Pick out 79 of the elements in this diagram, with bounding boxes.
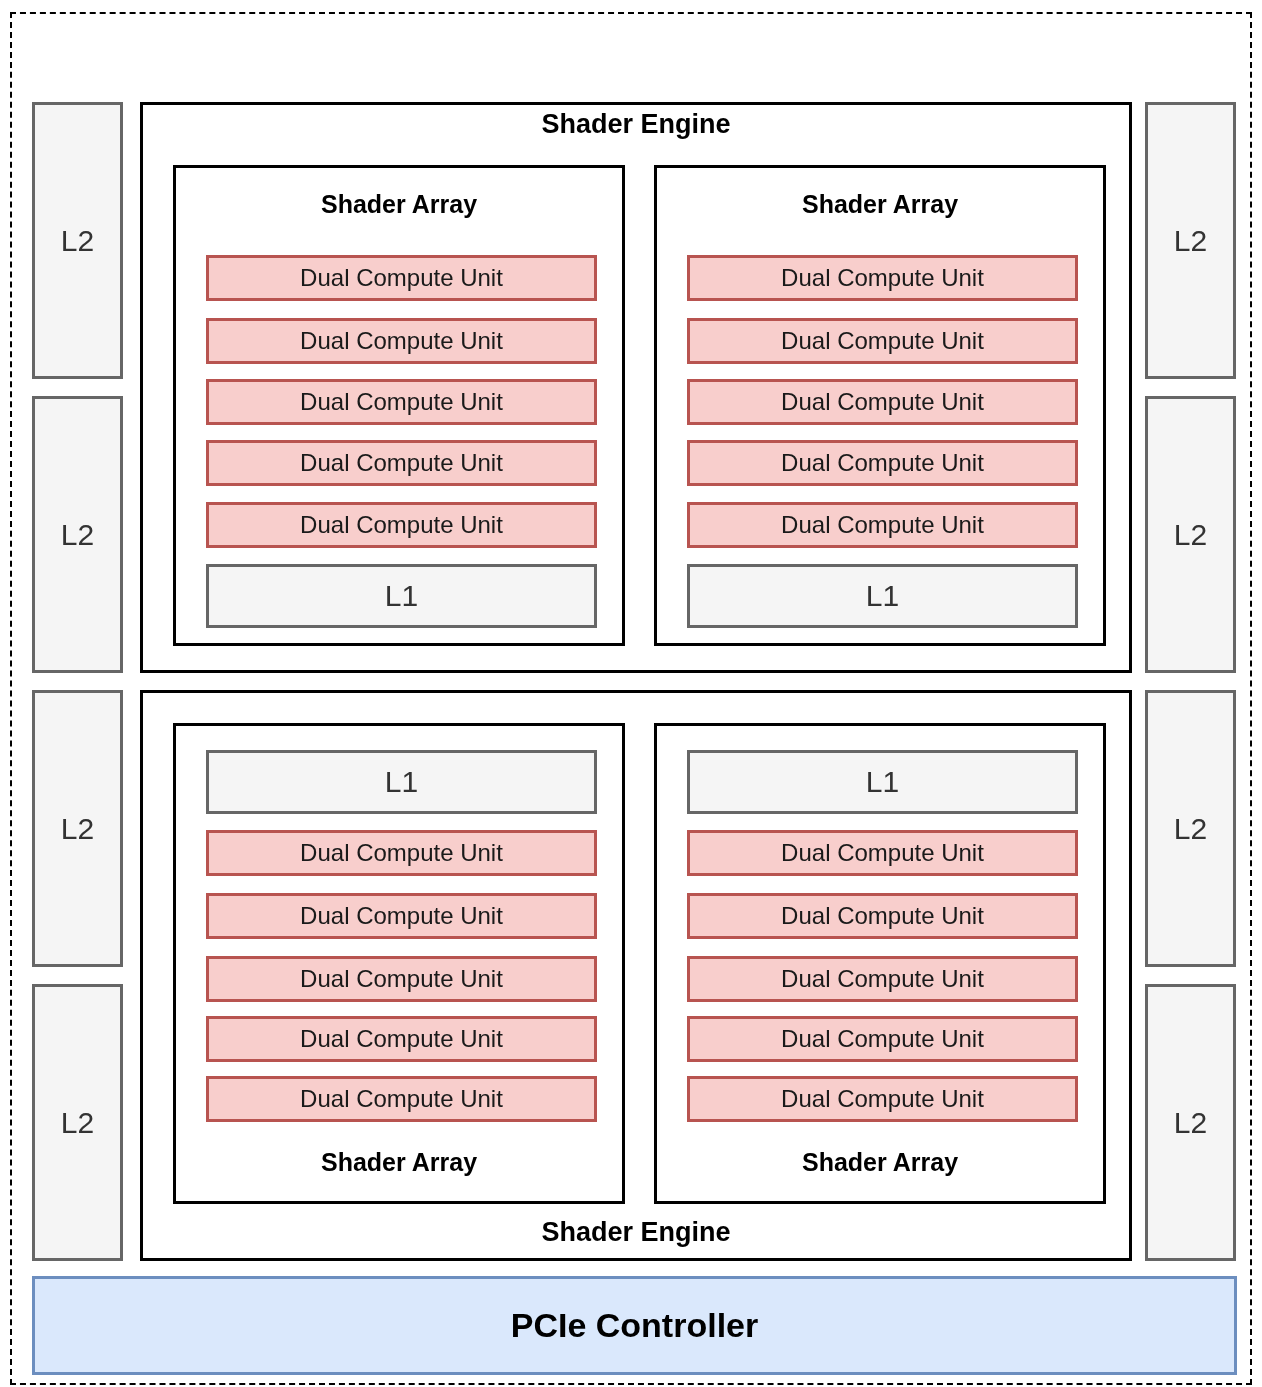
cache-box [206, 564, 597, 628]
cache-box [1145, 690, 1236, 967]
engine-panel [140, 102, 1132, 673]
node-label: Dual Compute Unit [781, 902, 984, 930]
node-label: Dual Compute Unit [300, 511, 503, 539]
section-title: Shader Array [319, 190, 479, 219]
node-label: PCIe Controller [510, 1306, 759, 1345]
node-label: L2 [60, 517, 95, 552]
boundary-box [10, 12, 1252, 1385]
cache-box [687, 564, 1078, 628]
cache-box [1145, 984, 1236, 1261]
node-label: Dual Compute Unit [781, 839, 984, 867]
compute-unit-box [687, 318, 1078, 364]
node-label: Dual Compute Unit [781, 388, 984, 416]
node-label: Dual Compute Unit [300, 264, 503, 292]
node-label: Dual Compute Unit [781, 264, 984, 292]
node-label: Dual Compute Unit [781, 965, 984, 993]
engine-panel [140, 690, 1132, 1261]
compute-unit-box [687, 1076, 1078, 1122]
node-label: Dual Compute Unit [781, 1085, 984, 1113]
compute-unit-box [687, 893, 1078, 939]
controller-box [32, 1276, 1237, 1375]
compute-unit-box [206, 255, 597, 301]
node-label: Dual Compute Unit [300, 839, 503, 867]
cache-box [1145, 396, 1236, 673]
node-label: L2 [60, 811, 95, 846]
array-panel [173, 165, 625, 646]
compute-unit-box [206, 379, 597, 425]
array-panel [654, 723, 1106, 1204]
cache-box [1145, 102, 1236, 379]
node-label: L2 [1173, 1105, 1208, 1140]
node-label: Dual Compute Unit [781, 1025, 984, 1053]
array-panel [654, 165, 1106, 646]
cache-box [32, 396, 123, 673]
cache-box [687, 750, 1078, 814]
node-label: Dual Compute Unit [300, 1025, 503, 1053]
node-label: Dual Compute Unit [781, 449, 984, 477]
section-title: Shader Array [800, 1148, 960, 1177]
cache-box [206, 750, 597, 814]
node-label: Dual Compute Unit [300, 327, 503, 355]
node-label: Dual Compute Unit [300, 388, 503, 416]
compute-unit-box [687, 379, 1078, 425]
compute-unit-box [687, 830, 1078, 876]
node-label: Dual Compute Unit [300, 1085, 503, 1113]
cache-box [32, 690, 123, 967]
compute-unit-box [687, 1016, 1078, 1062]
node-label: L2 [60, 1105, 95, 1140]
compute-unit-box [206, 1076, 597, 1122]
compute-unit-box [206, 893, 597, 939]
node-label: L2 [1173, 223, 1208, 258]
cache-box [32, 102, 123, 379]
compute-unit-box [206, 956, 597, 1002]
node-label: Dual Compute Unit [300, 902, 503, 930]
compute-unit-box [206, 318, 597, 364]
node-label: Dual Compute Unit [300, 449, 503, 477]
node-label: L2 [60, 223, 95, 258]
compute-unit-box [206, 1016, 597, 1062]
node-label: Dual Compute Unit [300, 965, 503, 993]
node-label: L1 [865, 579, 900, 613]
section-title: Shader Engine [540, 109, 732, 140]
compute-unit-box [206, 830, 597, 876]
compute-unit-box [687, 440, 1078, 486]
cache-box [32, 984, 123, 1261]
node-label: L1 [384, 579, 419, 613]
compute-unit-box [206, 440, 597, 486]
section-title: Shader Engine [540, 1217, 732, 1248]
node-label: L1 [865, 765, 900, 799]
compute-unit-box [206, 502, 597, 548]
node-label: L2 [1173, 517, 1208, 552]
section-title: Shader Array [800, 190, 960, 219]
node-label: L1 [384, 765, 419, 799]
compute-unit-box [687, 255, 1078, 301]
node-label: L2 [1173, 811, 1208, 846]
section-title: Shader Array [319, 1148, 479, 1177]
array-panel [173, 723, 625, 1204]
compute-unit-box [687, 956, 1078, 1002]
node-label: Dual Compute Unit [781, 327, 984, 355]
node-label: Dual Compute Unit [781, 511, 984, 539]
compute-unit-box [687, 502, 1078, 548]
